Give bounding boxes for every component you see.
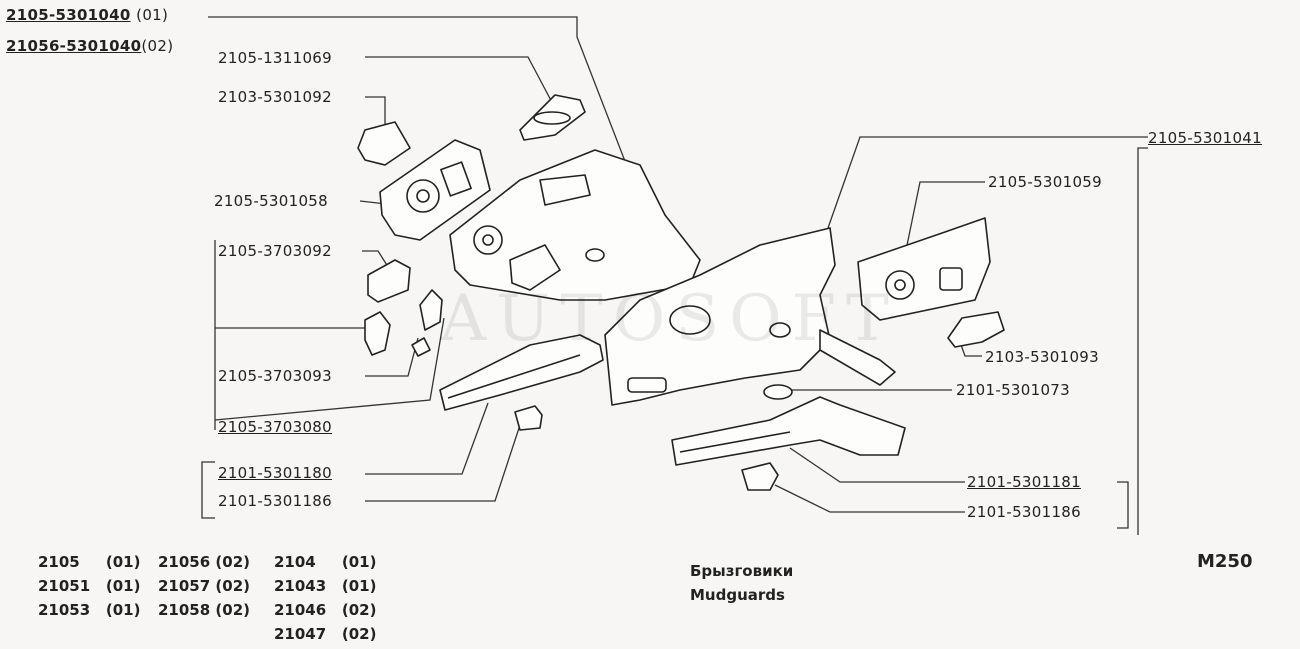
part-label: 2105-5301041 [1148,129,1262,147]
part-label: 2103-5301092 [218,88,332,106]
assembly-label-2: 21056-5301040(02) [6,37,173,55]
part-2105-3703093 [364,311,391,356]
part-label: 2101-5301180 [218,464,332,482]
leader-frame-right [1137,147,1148,535]
part-mount-left [514,405,543,431]
part-ring-5301073 [763,384,793,400]
applicability-col-3: 2104 (01) 21043 (01) 21046 (02) 21047 (0… [274,553,377,643]
assembly-variant-2: (02) [141,37,174,55]
leader-bracket-left [214,240,372,430]
leader-2101-5301181 [789,447,965,483]
leader-2105-1311069 [365,56,556,109]
part-label: 2105-3703093 [218,367,332,385]
part-mudguard-left [449,149,701,301]
leader-2105-5301040 [208,16,641,201]
part-label: 2103-5301093 [985,348,1099,366]
part-label: 2105-3703092 [218,242,332,260]
part-label: 2101-5301181 [967,473,1081,491]
part-label: 2105-5301058 [214,192,328,210]
part-label: 2105-5301059 [988,173,1102,191]
leader-2101-5301186-left [365,424,521,502]
part-label: 2101-5301073 [956,381,1070,399]
applicability-col-2: 21056 (02) 21057 (02) 21058 (02) [158,553,251,619]
part-2103-5301093 [947,311,1005,348]
assembly-variant-1: (01) [136,6,169,24]
leader-2105-3703092 [362,250,391,271]
caption-ru: Брызговики [690,562,794,580]
leader-2105-5301059 [904,181,985,256]
part-label: 2105-1311069 [218,49,332,67]
part-mount-right [741,462,779,491]
diagram-caption: Брызговики Mudguards [690,559,793,607]
caption-en: Mudguards [690,586,785,604]
assembly-label-1: 2105-5301040 (01) [6,6,168,24]
leader-2103-5301093 [959,341,982,357]
leader-2101-5301186-right [774,484,965,513]
part-mudguard-right [604,227,836,406]
applicability-col-1: 2105 (01) 21051 (01) 21053 (01) [38,553,141,619]
leader-2103-5301092 [365,96,386,124]
assembly-part-2: 21056-5301040 [6,37,142,55]
part-spar-right [671,396,906,466]
leader-2105-3703080 [214,317,445,421]
part-label: 2101-5301186 [967,503,1081,521]
leader-2105-5301041 [827,136,1148,229]
assembly-part-1: 2105-5301040 [6,6,131,24]
watermark: AUTOSOFT [440,282,899,356]
part-label: 2105-3703080 [218,418,332,436]
part-spar-left [439,334,604,411]
part-label: 2101-5301186 [218,492,332,510]
leader-bracket-right [1117,481,1129,529]
leader-2101-5301180 [365,402,489,475]
leader-bracket-bottom [201,461,215,519]
part-2103-5301092 [357,121,411,166]
diagram-code: M250 [1197,551,1253,572]
part-2105-3703092 [367,259,411,303]
